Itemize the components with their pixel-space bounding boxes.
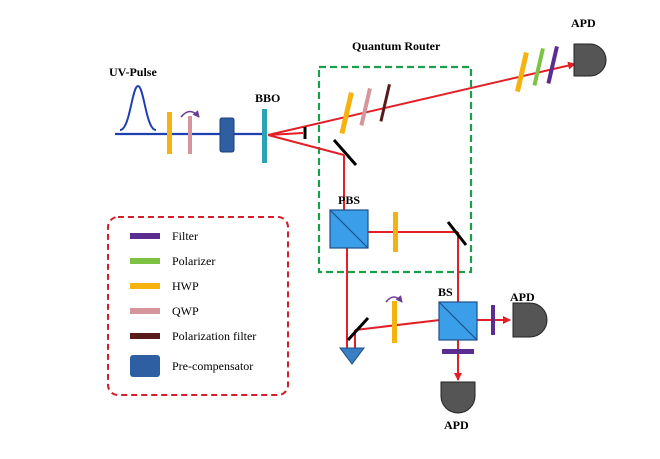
pbs-arm-hwp: [393, 212, 398, 252]
legend-label-1: Polarizer: [172, 254, 215, 268]
router-hwp: [339, 92, 354, 135]
pbs-label: PBS: [338, 193, 360, 207]
beam-dump-arm: [267, 132, 304, 136]
beam-lower-mirror-right: [354, 319, 441, 331]
bbo-label: BBO: [255, 91, 280, 105]
top-filter: [546, 46, 559, 84]
apd-top-label: APD: [571, 16, 596, 30]
retro-prism: [339, 347, 365, 365]
legend-swatch-1: [130, 258, 160, 264]
bbo-crystal: [262, 109, 267, 163]
quantum-router-box: [317, 65, 473, 274]
legend-label-3: QWP: [172, 304, 199, 318]
legend-swatch-5: [130, 355, 160, 377]
apd-top-detector: [573, 43, 607, 77]
router-polarization-filter: [379, 84, 391, 122]
legend-label-0: Filter: [172, 229, 198, 243]
router-qwp: [359, 88, 372, 126]
rotation-arrow-icon: [180, 110, 200, 118]
apd-right-detector: [512, 302, 548, 338]
bs-cube: [438, 301, 478, 341]
pbs-arm-mirror: [446, 221, 468, 246]
apd-bottom-detector: [440, 381, 476, 414]
legend-label-2: HWP: [172, 279, 199, 293]
lower-hwp: [392, 301, 397, 343]
pbs-cube: [329, 209, 369, 249]
legend-label-5: Pre-compensator: [172, 359, 253, 373]
legend-swatch-2: [130, 283, 160, 289]
legend-label-4: Polarization filter: [172, 329, 256, 343]
uv-pulse-label: UV-Pulse: [109, 65, 157, 79]
apd-right-label: APD: [510, 290, 535, 304]
quantum-router-label: Quantum Router: [352, 39, 441, 53]
beam-upper-arm: [267, 61, 576, 136]
uv-pulse-icon: [119, 84, 157, 131]
legend-box: [107, 216, 289, 396]
top-hwp: [515, 52, 529, 93]
pre-compensator: [219, 117, 235, 153]
bs-label: BS: [438, 285, 453, 299]
lower-rotation-arrow-icon: [385, 295, 403, 303]
apd-bottom-label: APD: [444, 418, 469, 432]
router-mirror: [332, 139, 358, 166]
legend-swatch-4: [130, 333, 160, 339]
top-polarizer: [532, 48, 545, 86]
pump-qwp: [188, 116, 192, 154]
legend-swatch-0: [130, 233, 160, 239]
beam-lower-arm: [267, 134, 345, 156]
lower-mirror: [346, 316, 370, 342]
pump-hwp: [167, 112, 172, 154]
bs-right-filter: [491, 305, 495, 335]
bs-bottom-filter: [442, 349, 474, 354]
legend-swatch-3: [130, 308, 160, 314]
